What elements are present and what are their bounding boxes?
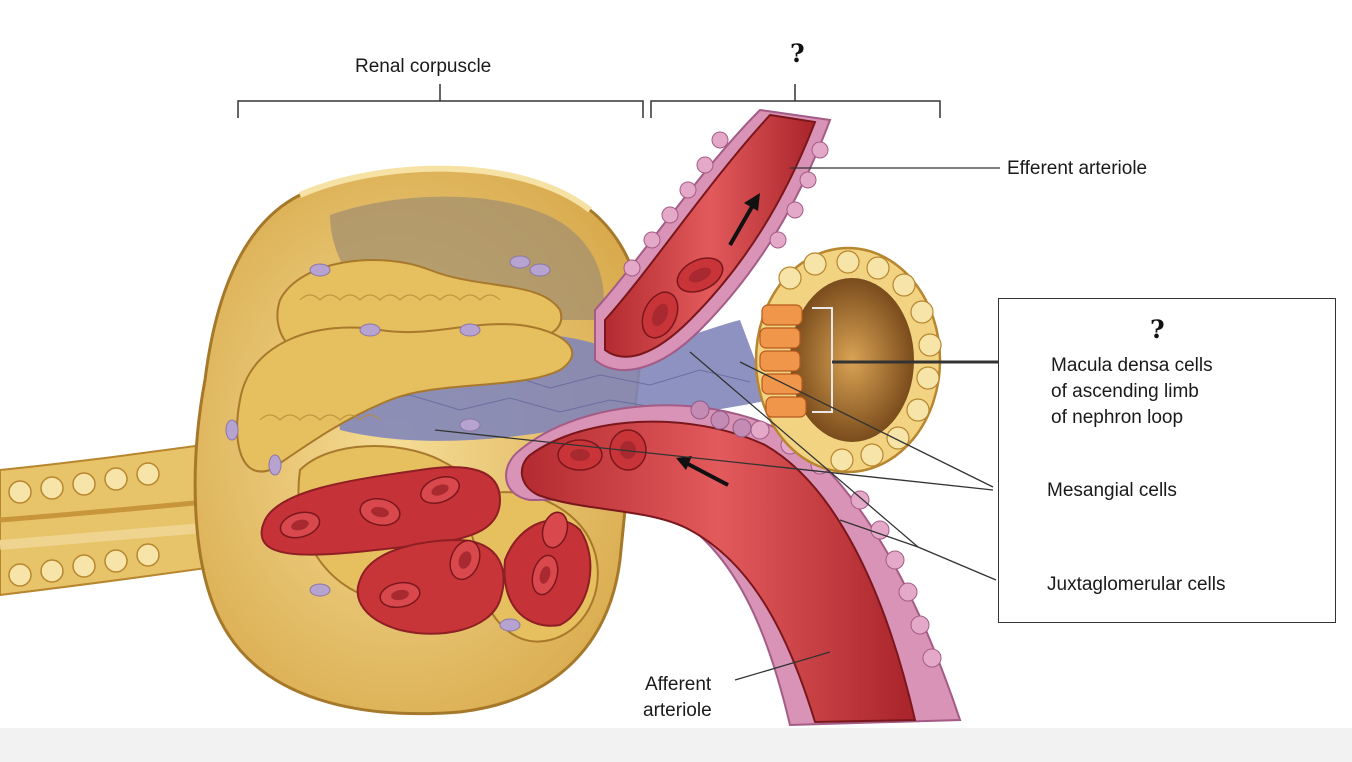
afferent-arteriole	[505, 404, 962, 727]
juxtaglomerular-cells-cluster	[690, 400, 752, 438]
leader-afferent	[734, 651, 831, 681]
cell-nuclei	[225, 255, 551, 632]
glomerular-capillaries	[260, 466, 592, 635]
afferent-flow-arrow	[687, 462, 729, 487]
renal-corpuscle-bracket	[237, 84, 644, 118]
label-macula-densa-1: Macula densa cells	[1051, 355, 1213, 376]
macula-densa-bracket	[812, 307, 833, 413]
label-top-question: ?	[790, 39, 805, 68]
label-afferent-1: Afferent	[645, 674, 712, 695]
macula-densa-cells	[759, 304, 807, 418]
label-box-question: ?	[1150, 315, 1165, 344]
leader-jg-3	[917, 546, 997, 581]
label-macula-densa-2: of ascending limb	[1051, 381, 1199, 402]
label-juxtaglomerular-cells: Juxtaglomerular cells	[1047, 574, 1226, 595]
efferent-flow-arrow	[728, 204, 755, 246]
label-efferent-arteriole: Efferent arteriole	[1007, 158, 1148, 179]
leader-mesangial-2	[434, 429, 994, 491]
bottom-strip	[0, 728, 1352, 762]
label-mesangial-cells: Mesangial cells	[1047, 480, 1177, 501]
label-macula-densa-3: of nephron loop	[1051, 407, 1184, 428]
leader-mesangial-1	[739, 361, 994, 488]
efferent-arteriole	[594, 108, 832, 371]
leader-jg-2	[839, 519, 919, 548]
answer-box	[998, 298, 1336, 623]
jg-apparatus-bracket	[650, 84, 941, 118]
efferent-arrowhead	[744, 193, 760, 211]
label-afferent-2: arteriole	[643, 700, 712, 721]
label-renal-corpuscle: Renal corpuscle	[355, 56, 492, 77]
leader-jg-1	[689, 351, 919, 548]
afferent-arrowhead	[676, 456, 692, 470]
